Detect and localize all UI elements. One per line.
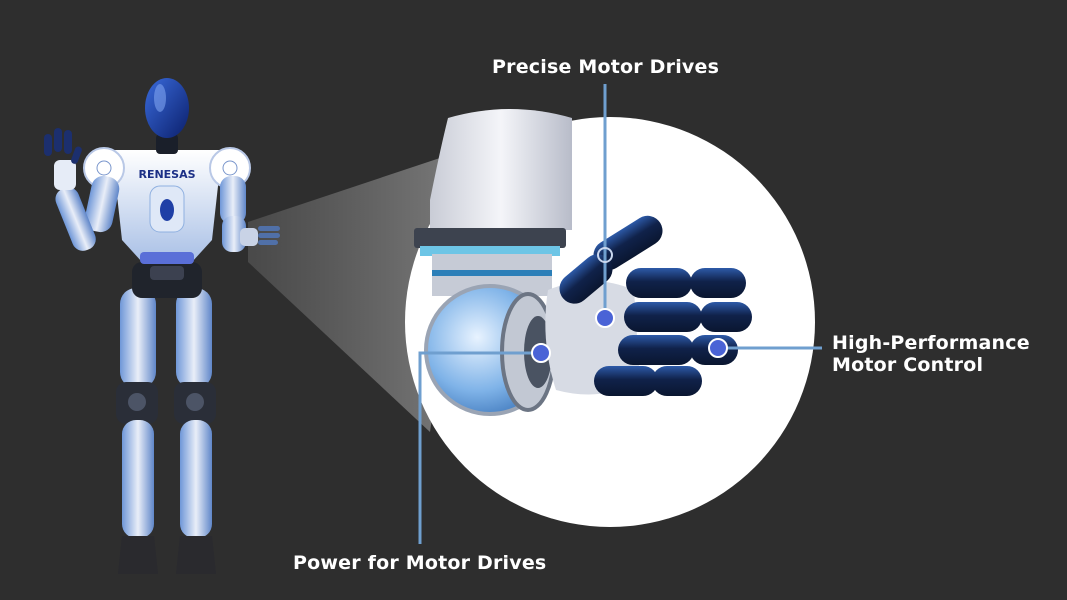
actuator-ring-top	[414, 228, 566, 248]
right-forearm	[222, 216, 246, 252]
left-upper-arm	[84, 175, 120, 233]
marker-power-for-motor-drives	[531, 343, 551, 363]
right-shin	[180, 420, 212, 538]
right-small-hand	[240, 226, 280, 246]
thumb-segment-lower	[559, 254, 613, 304]
finger-row-1	[626, 268, 746, 298]
right-foot	[176, 536, 216, 574]
left-thigh	[120, 288, 156, 388]
leader-power-for-motor-drives	[418, 351, 541, 544]
finger-row-4	[594, 366, 702, 396]
thumb-segment-upper	[593, 215, 663, 271]
robot-head	[145, 78, 189, 138]
robot-neck	[156, 134, 178, 154]
marker-high-performance	[708, 338, 728, 358]
finger-row-2	[624, 302, 752, 332]
left-shin	[122, 420, 154, 538]
robot-arm-column	[430, 109, 572, 230]
renesas-logo: RENESAS	[138, 168, 195, 181]
label-high-performance-line1: High-Performance	[832, 332, 1030, 354]
left-raised-hand	[44, 128, 82, 190]
marker-thumb-ring	[597, 247, 613, 263]
marker-precise-motor-drives	[595, 308, 615, 328]
zoomed-robotic-hand	[414, 109, 752, 416]
label-precise-motor-drives: Precise Motor Drives	[492, 56, 720, 78]
right-upper-arm	[220, 176, 246, 224]
label-high-performance-motor-control: High-Performance Motor Control	[832, 332, 1030, 376]
callout-leaders	[418, 84, 822, 544]
humanoid-robot: RENESAS	[44, 78, 280, 574]
label-power-for-motor-drives: Power for Motor Drives	[293, 552, 547, 574]
left-foot	[118, 536, 158, 574]
callout-markers	[531, 247, 728, 363]
right-thigh	[176, 288, 212, 388]
label-high-performance-line2: Motor Control	[832, 354, 984, 376]
left-forearm	[55, 187, 96, 251]
